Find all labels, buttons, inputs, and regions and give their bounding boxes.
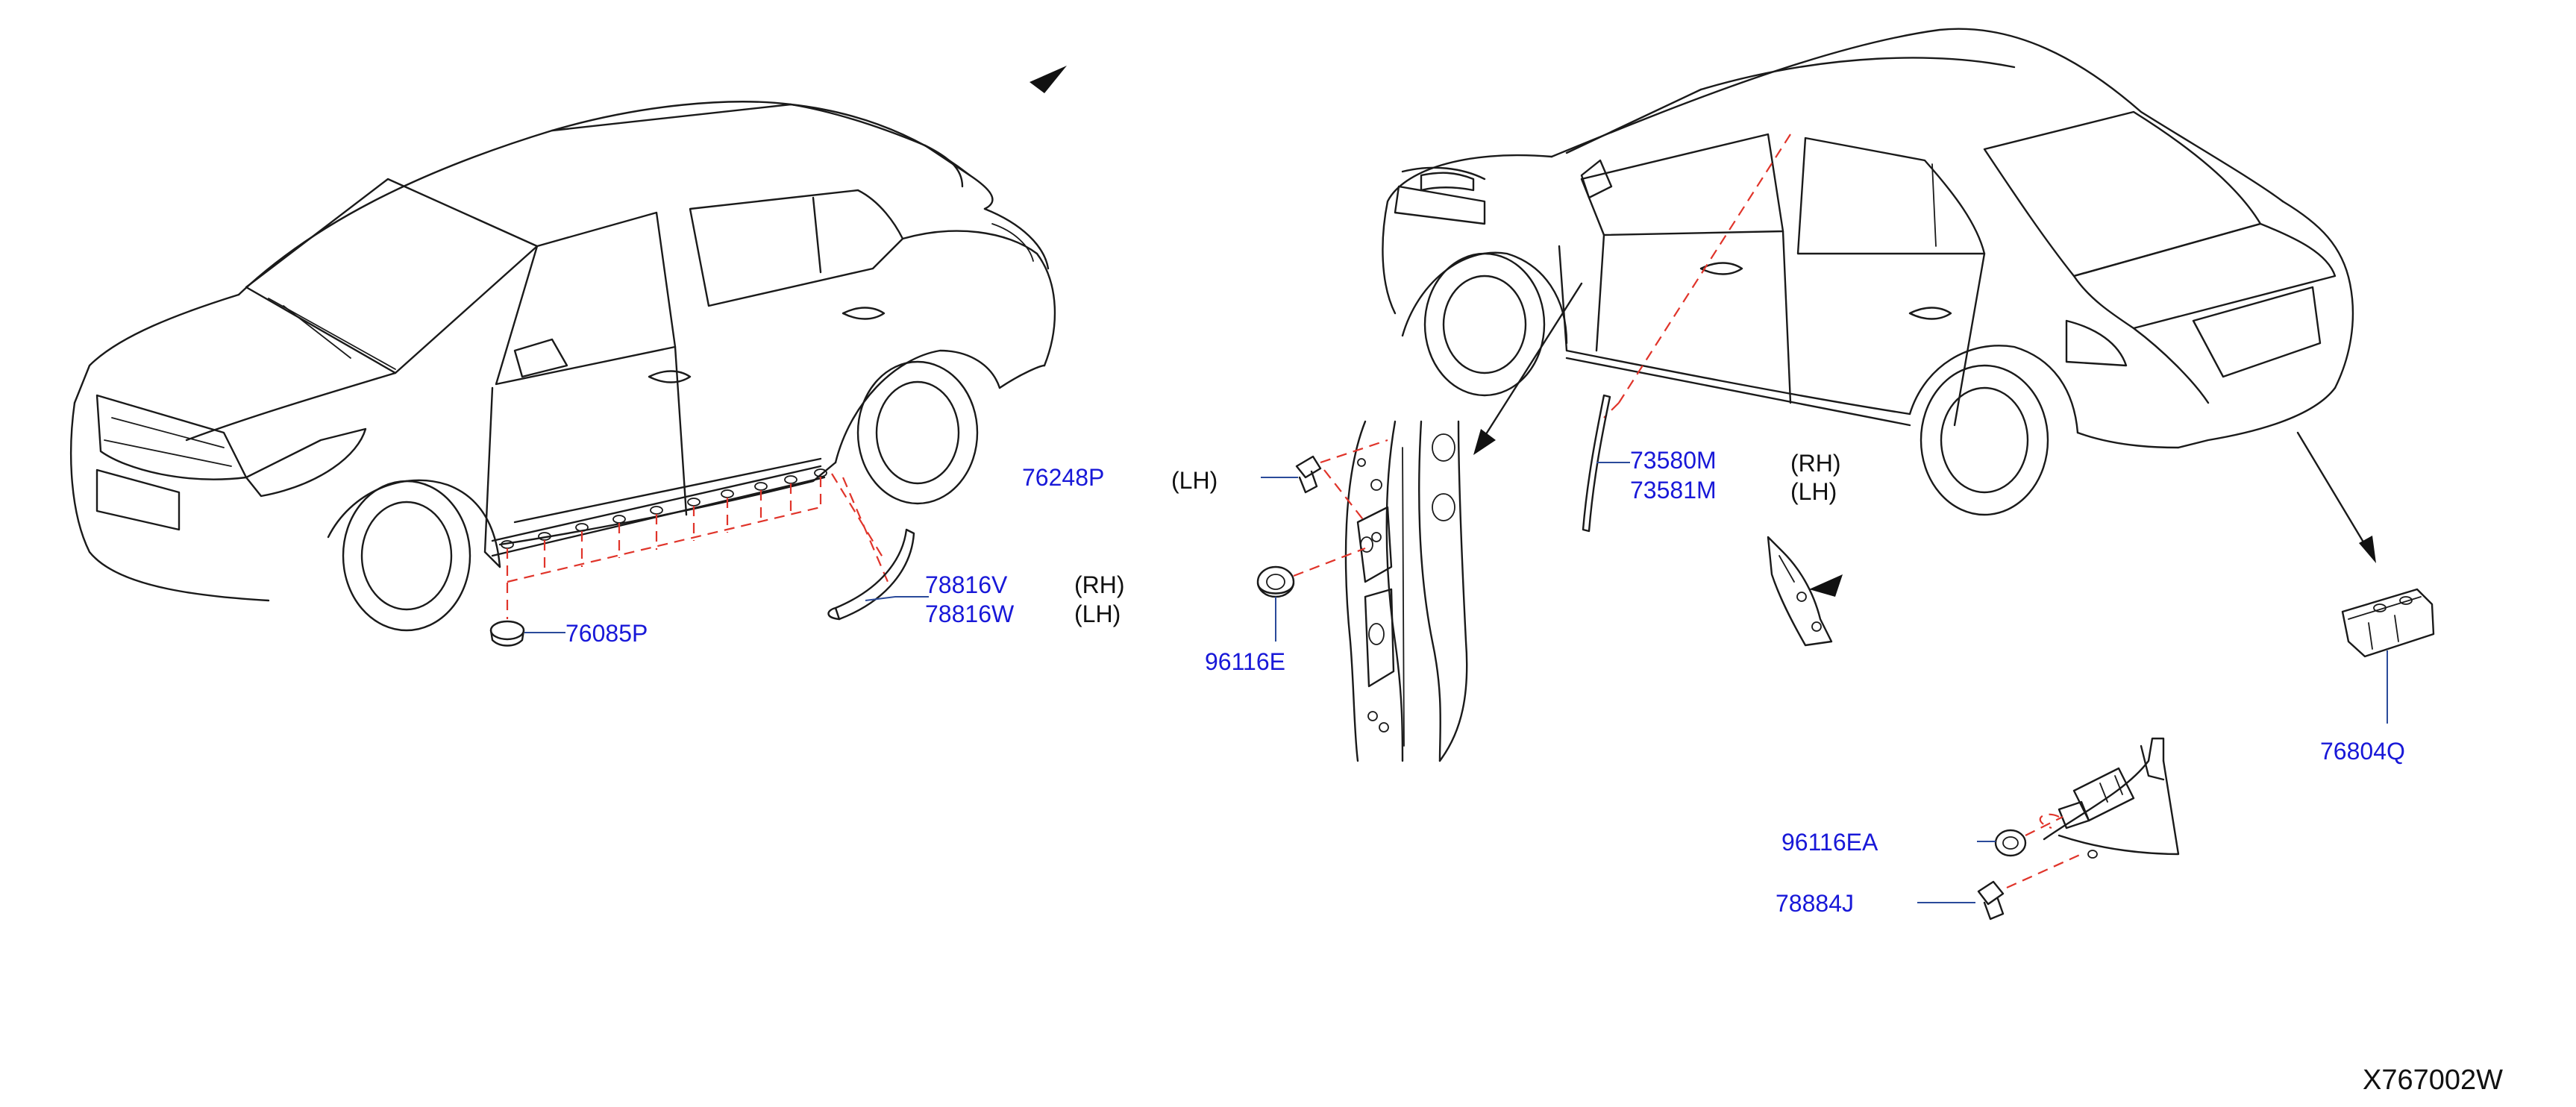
callout-78884J: 78884J [1776,890,1854,917]
sash-strip-73580M [1582,394,1630,533]
grommet-96116E [1256,547,1366,642]
grommet-96116EA [1977,816,2063,857]
callout-73580M: 73580M [1630,447,1717,474]
sill-clips [501,468,827,549]
bracket-detail [1767,536,1843,647]
side-lh-73581M: (LH) [1790,478,1837,505]
clip-78884J [1917,853,2082,921]
callout-96116E: 96116E [1205,648,1285,675]
side-rh-78816V: (RH) [1074,571,1125,598]
callout-78816V: 78816V [925,571,1008,598]
callout-73581M: 73581M [1630,477,1717,504]
clip-76248P [1261,439,1388,523]
callout-78816W: 78816W [925,600,1015,627]
side-lh-78816W: (LH) [1074,600,1121,627]
side-lh-76248P: (LH) [1171,467,1218,494]
grommet-76085P [489,620,565,647]
mudguard-strip-78816 [827,528,929,621]
left-car-illustration [69,66,1067,632]
part-76804Q [2341,588,2435,724]
wheelhouse-detail [2039,737,2180,859]
callout-76248P: 76248P [1022,464,1104,491]
diagram-ref-code: X767002W [2363,1064,2503,1096]
pillar-panel-detail [1344,420,1468,762]
callout-76085P: 76085P [565,620,648,647]
side-rh-73580M: (RH) [1790,450,1841,477]
callout-96116EA: 96116EA [1781,829,1878,856]
right-car-illustration [1382,28,2376,563]
callout-76804Q: 76804Q [2320,738,2405,765]
